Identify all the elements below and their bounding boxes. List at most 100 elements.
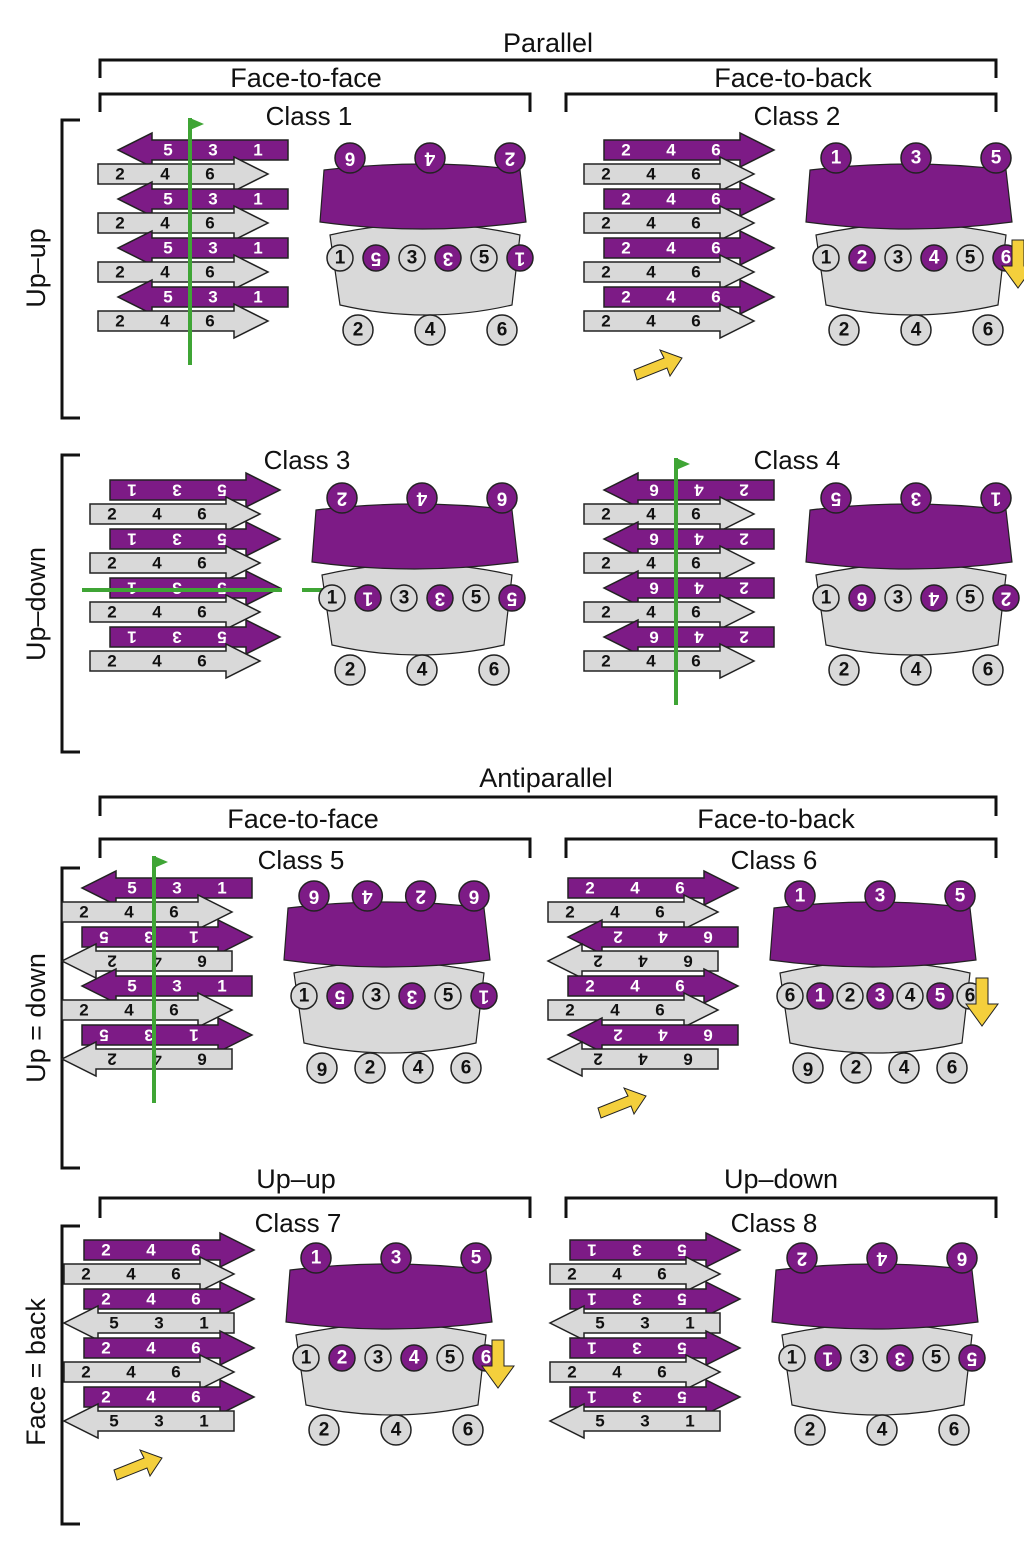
mid-side-chain-label: 3 [407, 248, 418, 269]
brackets [60, 58, 998, 1526]
mid-side-chain-label: 1 [514, 248, 525, 269]
top-purple-side-chain-bead [380, 1242, 412, 1274]
purple-strand [602, 618, 775, 656]
purple-strand-number: 2 [613, 1026, 622, 1045]
purple-strand-number: 3 [208, 190, 217, 209]
gray-strand-number: 3 [154, 1412, 163, 1431]
gray-strand-number: 5 [595, 1412, 604, 1431]
top-purple-side-chain-bead [460, 1242, 492, 1274]
bracket-face-to-back-1 [564, 92, 998, 112]
bottom-gray-side-chain-label: 4 [417, 660, 428, 681]
gray-strand-number: 4 [638, 1050, 648, 1069]
purple-strand-number: 3 [632, 1388, 641, 1407]
purple-strand-number: 3 [632, 1290, 641, 1309]
mid-side-chain-bead [848, 244, 876, 272]
gray-strand-number: 4 [160, 165, 170, 184]
bracket-row-face-eq-back [60, 1224, 80, 1526]
top-purple-side-chain-label: 6 [469, 886, 480, 907]
purple-strand-number: 6 [649, 530, 658, 549]
mid-side-chain-label: 4 [409, 1348, 420, 1369]
mid-side-chain-bead [806, 982, 834, 1010]
top-purple-side-chain-bead [900, 482, 932, 514]
gray-strand [546, 1040, 719, 1078]
purple-strand-number: 1 [587, 1339, 596, 1358]
top-purple-side-chain-label: 1 [990, 488, 1001, 509]
purple-strand-number: 4 [146, 1388, 156, 1407]
purple-strand [603, 180, 776, 218]
class-label: Class 7 [255, 1208, 342, 1238]
mid-side-chain-label: 2 [1001, 588, 1012, 609]
top-purple-side-chain-bead [946, 1242, 978, 1274]
gray-strand-number: 2 [601, 263, 610, 282]
gray-strand [62, 1304, 235, 1342]
gray-strand-number: 6 [171, 1363, 180, 1382]
purple-strand [602, 471, 775, 509]
gray-strand-number: 1 [685, 1314, 694, 1333]
mid-side-chain-label: 5 [965, 588, 976, 609]
gray-strand-number: 4 [160, 312, 170, 331]
bottom-gray-side-chain-label: 6 [461, 1058, 472, 1079]
purple-strand-number: 4 [146, 1339, 156, 1358]
purple-strand-number: 5 [163, 239, 172, 258]
mid-side-chain-bead [886, 1344, 914, 1372]
top-purple-side-chain-label: 6 [309, 886, 320, 907]
gray-strand-number: 4 [610, 903, 620, 922]
purple-strand-number: 5 [677, 1241, 686, 1260]
gray-strand [97, 253, 270, 291]
purple-strand-number: 6 [675, 977, 684, 996]
bottom-gray-side-chain-bead [308, 1414, 340, 1446]
mid-side-chain-bead [326, 244, 354, 272]
mid-side-chain-bead [896, 982, 924, 1010]
mid-side-chain-bead [426, 584, 454, 612]
purple-strand-number: 4 [666, 190, 676, 209]
purple-strand-number: 3 [208, 141, 217, 160]
top-purple-side-chain-bead [866, 1242, 898, 1274]
gray-strand [63, 1353, 236, 1391]
top-purple-side-chain-bead [820, 142, 852, 174]
gray-strand [583, 204, 756, 242]
axis-flag [676, 458, 690, 470]
bottom-gray-side-chain-label: 4 [877, 1420, 888, 1441]
top-purple-side-chain-label: 4 [424, 148, 435, 169]
purple-strand-number: 6 [191, 1388, 200, 1407]
gray-strand-number: 6 [691, 165, 700, 184]
mid-side-chain-label: 5 [334, 986, 345, 1007]
bottom-gray-side-chain-label: 4 [413, 1058, 424, 1079]
purple-strand-number: 1 [127, 628, 136, 647]
gray-strand [548, 1304, 721, 1342]
purple-strand-number: 5 [677, 1388, 686, 1407]
section-label-parallel: Parallel [503, 28, 593, 58]
gray-strand-number: 2 [81, 1363, 90, 1382]
gray-strand-number: 2 [601, 214, 610, 233]
gray-strand [549, 1255, 722, 1293]
bottom-gray-side-chain-label: 2 [353, 320, 364, 341]
gray-strand-number: 2 [565, 903, 574, 922]
purple-strand-number: 3 [632, 1241, 641, 1260]
gray-strand-number: 6 [655, 1001, 664, 1020]
mid-side-chain-label: 5 [445, 1348, 456, 1369]
gray-strand-number: 2 [601, 652, 610, 671]
mid-side-chain-label: 1 [821, 248, 832, 269]
bottom-gray-side-chain-bead [342, 314, 374, 346]
gray-strand-number: 2 [567, 1363, 576, 1382]
purple-strand-number: 6 [711, 141, 720, 160]
gray-strand-number: 2 [81, 1265, 90, 1284]
purple-strand-number: 3 [172, 977, 181, 996]
purple-sheet-backbone [805, 503, 1013, 570]
purple-strand [602, 569, 775, 607]
top-purple-side-chain-label: 5 [830, 488, 841, 509]
gray-strand [583, 302, 756, 340]
top-purple-side-chain-bead [864, 880, 896, 912]
mid-side-chain-bead [836, 982, 864, 1010]
bottom-gray-side-chain-label: 6 [983, 320, 994, 341]
gray-strand-number: 4 [646, 312, 656, 331]
